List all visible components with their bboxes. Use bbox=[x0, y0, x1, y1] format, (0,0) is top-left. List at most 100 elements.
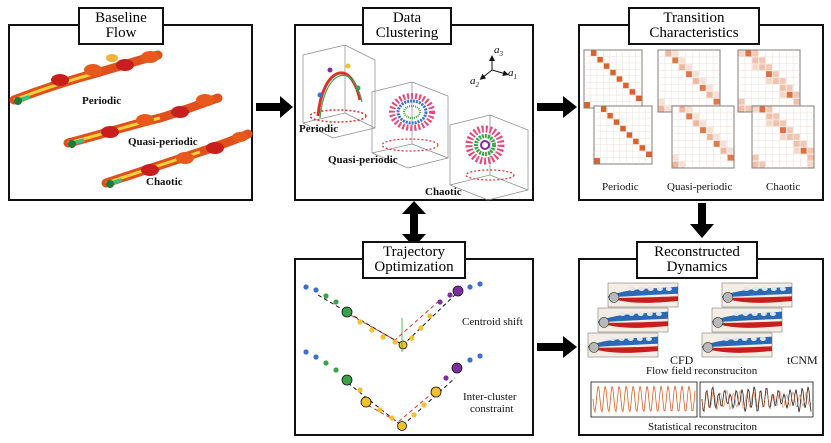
matrix-cell bbox=[745, 50, 752, 57]
matrix-periodic-back bbox=[583, 49, 643, 109]
tcnm-flow-fields bbox=[701, 282, 793, 358]
matrix-cell bbox=[686, 71, 692, 78]
cylinder bbox=[588, 342, 600, 353]
matrix-cell bbox=[672, 161, 679, 168]
matrix-cell bbox=[686, 106, 693, 113]
matrix-cell bbox=[693, 120, 700, 127]
matrix-cell bbox=[597, 56, 603, 63]
matrix-cell bbox=[766, 120, 773, 127]
title-line: Data bbox=[392, 10, 422, 26]
matrix-cell bbox=[773, 120, 780, 127]
centroid-shift-label: Centroid shift bbox=[462, 316, 523, 328]
matrix-cell bbox=[720, 147, 727, 154]
matrix-cell bbox=[693, 113, 700, 120]
matrix-cell bbox=[779, 91, 786, 98]
matrix-cell bbox=[679, 161, 686, 168]
matrix-cell bbox=[779, 78, 786, 84]
tcnm-label: tCNM bbox=[787, 353, 818, 367]
arrow-trajectory-to-reconstructed bbox=[537, 336, 577, 358]
cfd-flow-fields bbox=[587, 282, 679, 358]
matrix-cell bbox=[807, 147, 814, 154]
matrix-cell bbox=[620, 125, 626, 132]
matrix-cell bbox=[759, 106, 766, 113]
matrix-cell bbox=[700, 127, 706, 134]
cfd-flow-field bbox=[607, 282, 679, 308]
matrix-cell bbox=[759, 57, 766, 64]
matrix-chaotic-back bbox=[737, 49, 801, 113]
title-line: Baseline bbox=[95, 10, 147, 26]
transition-matrices bbox=[583, 49, 815, 169]
matrix-cell bbox=[706, 91, 713, 98]
arrow-transition-to-reconstructed bbox=[690, 203, 714, 238]
matrix-cell bbox=[658, 98, 665, 105]
matrix-cell bbox=[772, 78, 779, 84]
matrix-cell bbox=[786, 134, 793, 140]
baseline-chaotic-label: Chaotic bbox=[146, 176, 183, 188]
baseline-quasi-periodic-label: Quasi-periodic bbox=[128, 136, 198, 148]
matrix-cell bbox=[727, 147, 734, 154]
matrix-cell bbox=[700, 120, 706, 127]
cylinder bbox=[712, 317, 724, 328]
constraint-label: constraint bbox=[470, 403, 514, 415]
matrix-cell bbox=[616, 76, 623, 82]
clustering-periodic-label: Periodic bbox=[299, 123, 339, 135]
matrix-cell bbox=[752, 50, 759, 57]
title-line: Transition bbox=[663, 10, 725, 26]
matrix-cell bbox=[629, 89, 636, 95]
matrix-cell bbox=[759, 161, 766, 168]
matrix-cell bbox=[745, 105, 752, 112]
matrix-cell bbox=[713, 91, 720, 98]
matrix-cell bbox=[594, 158, 600, 164]
inter-cluster-label: Inter-cluster bbox=[463, 391, 517, 403]
matrix-periodic-front bbox=[593, 105, 653, 165]
matrix-cell bbox=[752, 64, 759, 71]
matrix-cell bbox=[639, 145, 646, 151]
matrix-cell bbox=[706, 127, 713, 134]
baseline-periodic-label: Periodic bbox=[82, 95, 122, 107]
statistical-series-tcnm bbox=[699, 381, 814, 418]
matrix-cell bbox=[699, 84, 706, 91]
matrix-cell bbox=[779, 84, 786, 91]
matrix-cell bbox=[713, 140, 720, 147]
matrix-cell bbox=[752, 161, 759, 168]
matrix-cell bbox=[738, 105, 745, 112]
transition-chaotic-label: Chaotic bbox=[766, 181, 801, 193]
matrix-cell bbox=[773, 113, 780, 120]
tcnm-flow-field bbox=[711, 307, 783, 333]
matrix-cell bbox=[692, 78, 699, 84]
statistical-series-cfd bbox=[590, 381, 698, 418]
matrix-cell bbox=[713, 98, 720, 105]
chaotic-wake-streak bbox=[101, 129, 253, 188]
flow-field-reconstruction-label: Flow field reconstruciton bbox=[646, 365, 758, 377]
matrix-cell bbox=[780, 127, 786, 134]
matrix-cell bbox=[772, 71, 779, 78]
reconstructed-dynamics-title: Reconstructed Dynamics bbox=[636, 241, 758, 279]
matrix-cell bbox=[686, 113, 693, 120]
cylinder bbox=[608, 292, 620, 303]
matrix-cell bbox=[752, 106, 759, 113]
arrow-baseline-to-clustering bbox=[256, 96, 293, 118]
matrix-cell bbox=[603, 63, 610, 69]
title-line: Flow bbox=[105, 25, 137, 41]
matrix-cell bbox=[793, 140, 800, 147]
centroid-shift-trajectory bbox=[303, 281, 483, 352]
title-line: Clustering bbox=[375, 25, 439, 41]
matrix-cell bbox=[807, 154, 814, 161]
matrix-cell bbox=[600, 106, 607, 112]
matrix-cell bbox=[706, 84, 713, 91]
matrix-cell bbox=[706, 134, 713, 140]
matrix-cell bbox=[727, 154, 734, 161]
matrix-cell bbox=[752, 57, 759, 64]
matrix-cell bbox=[807, 161, 814, 168]
matrix-quasi-periodic-back bbox=[657, 49, 721, 113]
title-line: Trajectory bbox=[383, 244, 445, 260]
matrix-cell bbox=[793, 91, 800, 98]
matrix-cell bbox=[793, 134, 800, 140]
matrix-cell bbox=[800, 140, 807, 147]
cylinder bbox=[722, 292, 734, 303]
cfd-label: CFD bbox=[670, 353, 694, 367]
matrix-cell bbox=[679, 64, 686, 71]
matrix-cell bbox=[692, 71, 699, 78]
matrix-cell bbox=[780, 134, 786, 140]
